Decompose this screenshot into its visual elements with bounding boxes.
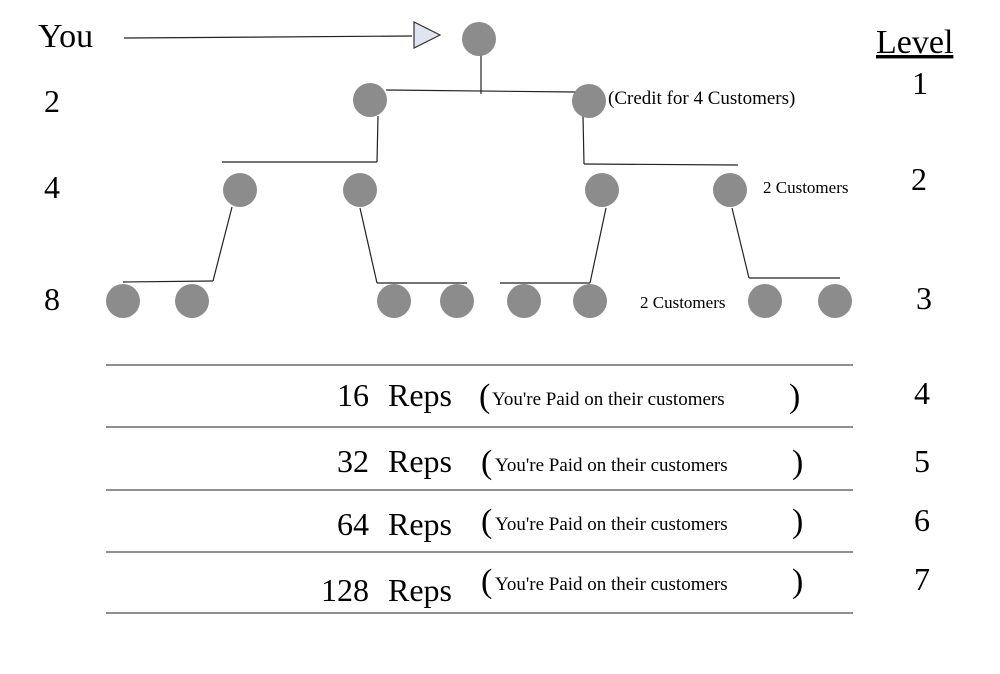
level-header: Level [876, 24, 953, 61]
row-level-1: 1 [912, 65, 928, 101]
node-level1-a [353, 83, 387, 117]
close-paren: ) [789, 378, 800, 415]
node-level2-d [713, 173, 747, 207]
close-paren: ) [792, 563, 803, 600]
reps-row-64: 64 Reps ( You're Paid on their customers… [337, 502, 930, 542]
node-level3-f [573, 284, 607, 318]
connector-right-drop [582, 115, 585, 165]
row-count-3: 8 [44, 281, 60, 317]
open-paren: ( [479, 378, 490, 415]
reps-note: You're Paid on their customers [495, 514, 728, 535]
node-you [462, 22, 496, 56]
credit-note: (Credit for 4 Customers) [608, 88, 795, 109]
node-level3-g [748, 284, 782, 318]
reps-row-32: 32 Reps ( You're Paid on their customers… [337, 443, 930, 481]
connector-left-drop [376, 115, 379, 163]
close-paren: ) [792, 444, 803, 481]
row-level-3: 3 [916, 280, 932, 316]
reps-row-16: 16 Reps ( You're Paid on their customers… [337, 375, 930, 415]
node-level3-e [507, 284, 541, 318]
connector-l3-a [212, 206, 233, 282]
connector-l3-a-bar [122, 280, 214, 283]
reps-level: 5 [914, 443, 930, 479]
connector-right-bar [583, 163, 739, 166]
reps-number: 128 [321, 572, 369, 608]
reps-note: You're Paid on their customers [495, 574, 728, 595]
node-level1-b [572, 84, 606, 118]
row-count-2: 4 [44, 169, 60, 205]
close-paren: ) [792, 503, 803, 540]
connector-level1-bar [385, 89, 576, 93]
you-label: You [38, 18, 93, 55]
node-level2-c [585, 173, 619, 207]
reps-level: 7 [914, 561, 930, 597]
reps-word: Reps [388, 572, 452, 608]
open-paren: ( [481, 503, 492, 540]
reps-number: 64 [337, 506, 369, 542]
reps-level: 4 [914, 375, 930, 411]
row-count-1: 2 [44, 83, 60, 119]
node-level3-c [377, 284, 411, 318]
reps-word: Reps [388, 443, 452, 479]
tree-nodes [106, 22, 852, 318]
you-arrow-line [123, 35, 413, 39]
customers-note-level2: 2 Customers [763, 178, 848, 197]
open-paren: ( [481, 563, 492, 600]
reps-note: You're Paid on their customers [492, 389, 725, 410]
node-level2-a [223, 173, 257, 207]
reps-number: 16 [337, 377, 369, 413]
connector-l3-d [731, 207, 750, 279]
reps-word: Reps [388, 377, 452, 413]
node-level3-h [818, 284, 852, 318]
node-level3-d [440, 284, 474, 318]
customers-note-level3: 2 Customers [640, 293, 725, 312]
reps-level: 6 [914, 502, 930, 538]
connector-l3-c [589, 207, 607, 284]
node-level3-b [175, 284, 209, 318]
reps-number: 32 [337, 443, 369, 479]
node-level2-b [343, 173, 377, 207]
row-level-2: 2 [911, 161, 927, 197]
open-paren: ( [481, 444, 492, 481]
reps-rules [106, 364, 853, 614]
reps-row-128: 128 Reps ( You're Paid on their customer… [321, 561, 930, 608]
tree-connectors [122, 55, 840, 284]
node-level3-a [106, 284, 140, 318]
reps-note: You're Paid on their customers [495, 455, 728, 476]
reps-word: Reps [388, 506, 452, 542]
connector-l3-b [359, 207, 378, 284]
you-arrowhead [413, 21, 442, 49]
